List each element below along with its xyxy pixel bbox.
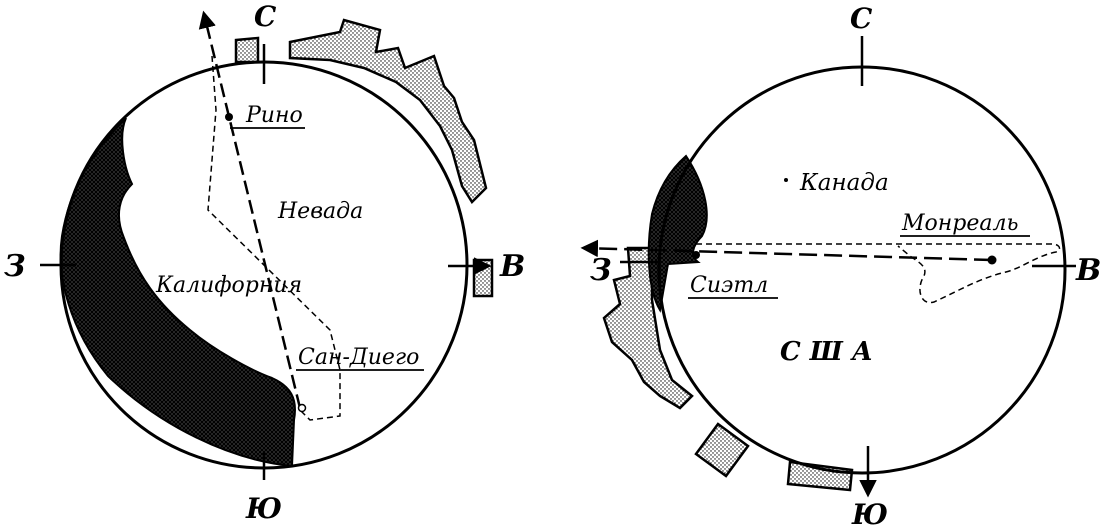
nevada-label: Невада (277, 199, 363, 224)
left-state-border-dashed (207, 55, 341, 421)
right-dotted-south-block-1 (694, 422, 750, 478)
reno-label: Рино (245, 103, 303, 128)
left-south-label: Ю (245, 492, 282, 525)
left-north-label: С (254, 0, 277, 33)
right-globe-diagram: С Ю З В Канада Монреаль Сиэтл С Ш А (580, 2, 1101, 529)
canada-label: Канада (799, 170, 889, 196)
left-dashed-route-line (198, 10, 302, 409)
right-border-dashed (696, 243, 1061, 304)
montreal-marker (987, 255, 997, 265)
san-diego-marker (297, 403, 307, 413)
seattle-label: Сиэтл (690, 273, 768, 298)
right-south-label: Ю (851, 498, 888, 529)
right-globe-circle (657, 65, 1067, 475)
montreal-label: Монреаль (901, 211, 1018, 236)
seattle-marker (692, 251, 700, 259)
right-dotted-west-blocks (602, 246, 694, 410)
left-west-label: З (4, 249, 26, 284)
reno-marker (225, 113, 233, 121)
right-north-label: С (850, 2, 873, 35)
left-globe-diagram: С Ю З В Рино Невада Калифорния Сан-Диего (4, 0, 525, 525)
california-label: Калифорния (155, 273, 302, 298)
canada-dot (784, 178, 788, 182)
right-west-label: З (590, 253, 612, 288)
right-dashed-route-line (580, 239, 993, 262)
right-east-label: В (1075, 253, 1101, 288)
left-east-label: В (499, 249, 525, 284)
right-dotted-south-block-2 (786, 460, 854, 492)
usa-label: С Ш А (780, 337, 873, 367)
right-pacific-hatched-area (647, 154, 708, 313)
san-diego-label: Сан-Диего (298, 345, 419, 370)
